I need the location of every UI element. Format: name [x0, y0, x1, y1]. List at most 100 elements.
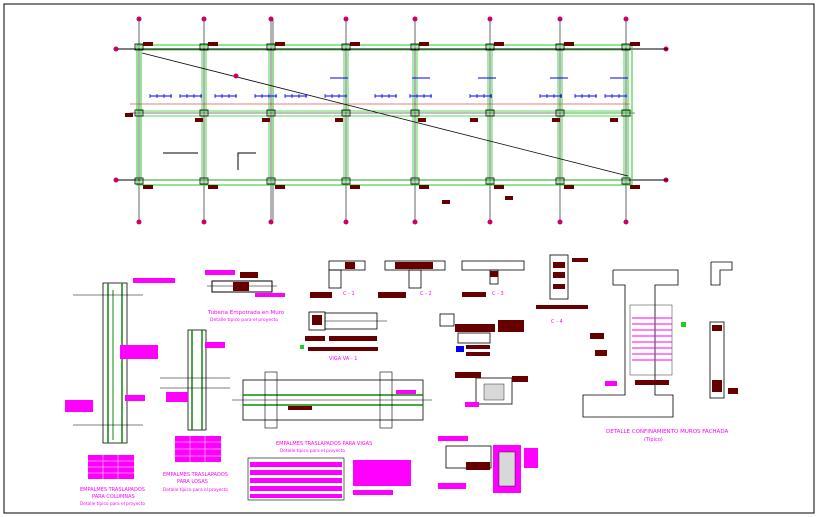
column-square [485, 43, 495, 51]
slab-splice-title-1: EMPALMES TRASLAPADOS [163, 472, 228, 478]
element-tag [610, 118, 618, 122]
detail-facade: DETALLE CONFINAMIENTO MUROS FACHADA (Típ… [582, 261, 738, 443]
grid-axis-bubble-bottom [623, 219, 629, 225]
dimension-marks [149, 77, 628, 98]
mid-detail-3-tag-1 [455, 372, 481, 378]
tuberia-tag [240, 272, 258, 278]
column-square [266, 109, 276, 117]
tuberia-pipe-fill [233, 282, 249, 291]
beam-tag-top [564, 42, 574, 46]
grid-axis-bubble-bottom [343, 219, 349, 225]
beam-tag-bottom [419, 185, 429, 189]
beam-tag-top [630, 42, 640, 46]
grid-axis-bubble-top [268, 16, 274, 22]
section-c4: C - 4 [549, 254, 588, 325]
column-square [266, 177, 276, 185]
column-square [555, 109, 565, 117]
column-square [341, 43, 351, 51]
beam-tag-1 [288, 406, 312, 410]
mid-detail-3-tag-3 [465, 402, 479, 407]
column-splice-title-1: EMPALMES TRASLAPADOS [80, 487, 145, 493]
column-tag-2 [120, 345, 158, 359]
grid-axis-bubble-bottom [268, 219, 274, 225]
beam-tag-top [275, 42, 285, 46]
facade-tag-3 [635, 380, 669, 385]
grid-axis-bubble-top [487, 16, 493, 22]
column-square [134, 177, 144, 185]
column-square [621, 109, 631, 117]
viga-title: VIGA VA - 1 [329, 356, 357, 362]
column-square [410, 109, 420, 117]
beam-tag-bottom [494, 185, 504, 189]
slab-tag-2 [205, 342, 225, 348]
tuberia-note: Detalle típico para el proyecto [210, 316, 278, 323]
viga-tag-1 [305, 336, 325, 341]
grid-axis-bubble-top [136, 16, 142, 22]
detail-sections: C - 1 C - 2 C - 3 C - 4 [310, 254, 588, 325]
mid-detail-2-tag [456, 346, 464, 352]
column-square [134, 43, 144, 51]
grid-axis-bubble-top [343, 16, 349, 22]
detail-column-splice: EMPALMES TRASLAPADOS PARA COLUMNAS Detal… [65, 278, 175, 507]
mid-detail-2 [457, 332, 491, 344]
column-square [266, 43, 276, 51]
grid-axis-bubble-bottom [487, 219, 493, 225]
section-c2-tag [378, 292, 406, 298]
section-c2: C - 2 [378, 260, 446, 298]
mid-detail-1-tag [498, 320, 524, 332]
beam-tag-bottom [564, 185, 574, 189]
drawing-border [3, 3, 815, 514]
element-tag [552, 118, 560, 122]
slab-tag-1 [166, 392, 188, 402]
viga-section-inner [312, 315, 322, 325]
element-tag [470, 118, 478, 122]
beam-tag-bottom [275, 185, 285, 189]
facade-title: DETALLE CONFINAMIENTO MUROS FACHADA [606, 429, 728, 435]
section-c1-flange [328, 260, 366, 271]
section-c3-label: C - 3 [492, 291, 504, 297]
mid-detail-1 [439, 313, 455, 327]
section-c2-label: C - 2 [420, 291, 432, 297]
element-tag [262, 118, 270, 122]
viga-marker [300, 345, 304, 349]
column-tag-4 [125, 395, 145, 401]
column-body [102, 282, 128, 444]
column-splice-title-2: PARA COLUMNAS [92, 494, 135, 500]
column-square [134, 109, 144, 117]
facade-side-section [709, 321, 725, 399]
column-square [199, 177, 209, 185]
column-tag-1 [133, 278, 175, 283]
section-c3-tag [462, 292, 486, 297]
tuberia-title: Tuberia Empotrada en Muro [207, 310, 285, 316]
floor-plan [113, 16, 669, 225]
beam-tag-bottom [208, 185, 218, 189]
beam-column-right [379, 371, 393, 429]
column-tag-3 [65, 400, 93, 412]
mid-detail-4-tag-2 [524, 448, 538, 468]
beam-table [247, 457, 345, 501]
beam-tag-bottom [143, 185, 153, 189]
mid-detail-2-fill [466, 345, 490, 349]
detail-beam-splice: EMPALMES TRASLAPADOS PARA VIGAS Detalle … [232, 371, 432, 501]
section-c1-web [328, 269, 342, 289]
mid-detail-4-tag-3 [466, 462, 490, 470]
facade-tag-1 [590, 333, 604, 339]
beam-notes-2 [353, 490, 393, 495]
facade-side-tag [728, 388, 738, 394]
beam-tag-bottom [630, 185, 640, 189]
facade-side-top [712, 325, 722, 331]
column-square [555, 177, 565, 185]
facade-stirrups [632, 317, 672, 361]
detail-middle-stack [438, 313, 538, 493]
element-tag [335, 118, 343, 122]
mid-detail-3-hatch [483, 383, 505, 401]
section-c4-fill-3 [553, 284, 565, 289]
column-square [199, 43, 209, 51]
grid-axis-bubble-bottom [557, 219, 563, 225]
element-tag [125, 113, 133, 117]
mid-detail-1-fill [455, 324, 495, 332]
grid-axis-bubble-top [623, 16, 629, 22]
column-square [621, 43, 631, 51]
slab-table-grid [175, 436, 221, 462]
facade-tag-2 [595, 350, 607, 356]
